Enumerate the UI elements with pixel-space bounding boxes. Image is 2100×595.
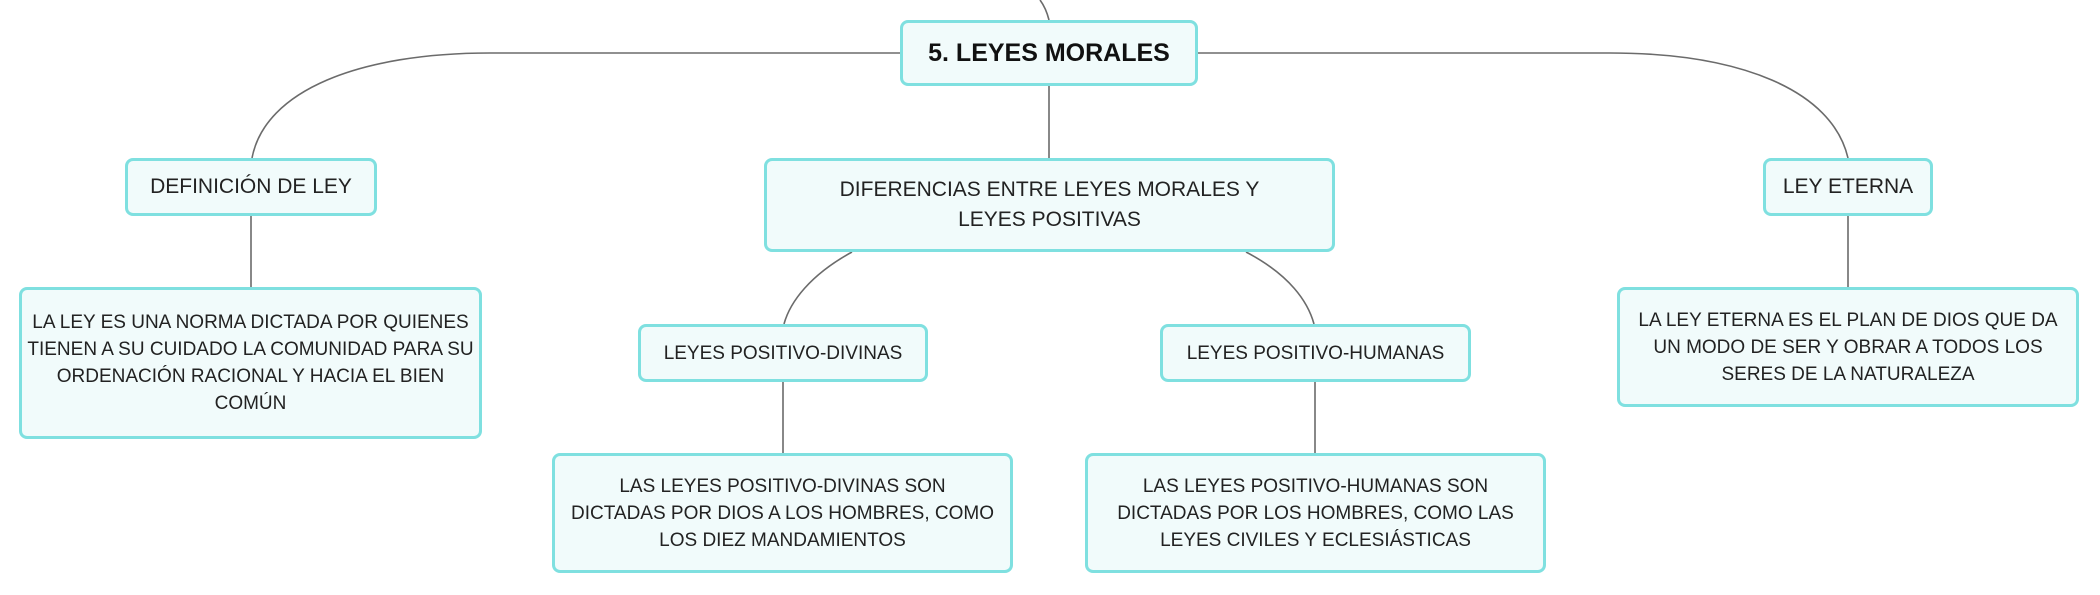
definicion-detail-node[interactable]: LA LEY ES UNA NORMA DICTADA POR QUIENES … <box>19 287 482 439</box>
humanas-detail-node[interactable]: LAS LEYES POSITIVO-HUMANAS SON DICTADAS … <box>1085 453 1546 573</box>
root-node[interactable]: 5. LEYES MORALES <box>900 20 1198 86</box>
connector-diferencias-divinas <box>783 251 853 325</box>
eterna-detail-node[interactable]: LA LEY ETERNA ES EL PLAN DE DIOS QUE DA … <box>1617 287 2079 407</box>
definicion-node[interactable]: DEFINICIÓN DE LEY <box>125 158 377 216</box>
divinas-detail-node[interactable]: LAS LEYES POSITIVO-DIVINAS SON DICTADAS … <box>552 453 1013 573</box>
diferencias-node[interactable]: DIFERENCIAS ENTRE LEYES MORALES Y LEYES … <box>764 158 1335 252</box>
connector-root-definicion <box>251 52 900 159</box>
divinas-node[interactable]: LEYES POSITIVO-DIVINAS <box>638 324 928 382</box>
humanas-node[interactable]: LEYES POSITIVO-HUMANAS <box>1160 324 1471 382</box>
eterna-node[interactable]: LEY ETERNA <box>1763 158 1933 216</box>
connector-root-eterna <box>1198 52 1849 159</box>
connector-top-stub <box>1039 0 1050 21</box>
connector-diferencias-humanas <box>1245 251 1315 325</box>
